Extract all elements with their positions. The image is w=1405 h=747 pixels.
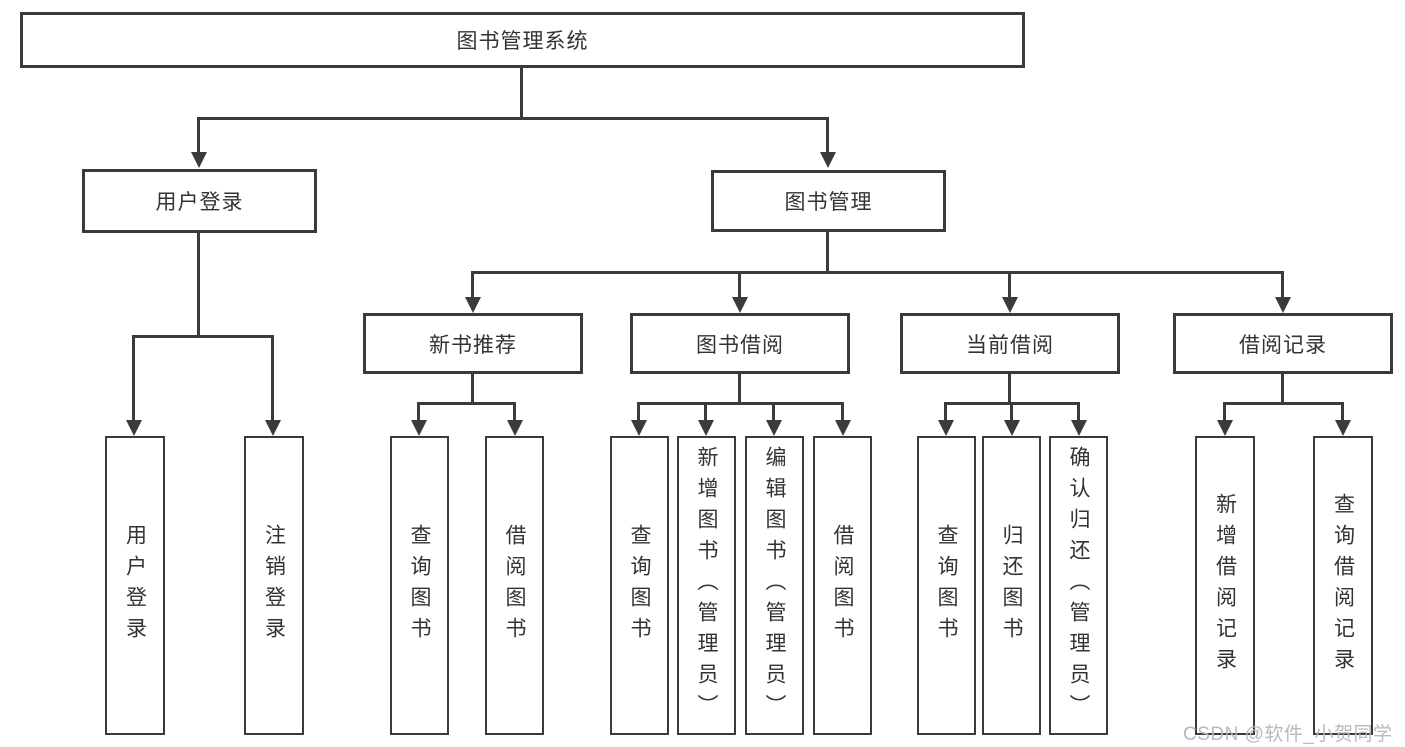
- edge-line: [513, 402, 516, 422]
- csdn-watermark: CSDN @软件_小贺同学: [1183, 724, 1393, 745]
- leaf-label: 用户登录: [123, 523, 147, 648]
- edge-line: [1223, 402, 1344, 405]
- node-label: 用户登录: [155, 191, 244, 214]
- edge-line: [944, 402, 947, 422]
- node-current-borrowing: 当前借阅: [900, 313, 1120, 374]
- arrowhead-down-icon: [265, 420, 281, 436]
- edge-line: [637, 402, 844, 405]
- arrowhead-down-icon: [1002, 297, 1018, 313]
- node-new-book-recommend: 新书推荐: [363, 313, 583, 374]
- leaf-label: 查询借阅记录: [1331, 492, 1355, 679]
- arrowhead-down-icon: [126, 420, 142, 436]
- leaf-label: 确认归还（管理员）: [1067, 446, 1090, 725]
- edge-line: [1010, 402, 1013, 422]
- node-label: 图书管理系统: [456, 30, 589, 53]
- leaf-label: 新增图书（管理员）: [695, 446, 718, 725]
- edge-line: [471, 271, 1284, 274]
- edge-line: [1341, 402, 1344, 422]
- edge-line: [704, 402, 707, 422]
- edge-line: [471, 374, 474, 404]
- edge-line: [738, 271, 741, 297]
- edge-line: [826, 232, 829, 274]
- leaf-label: 查询图书: [935, 523, 958, 648]
- edge-line: [1077, 402, 1080, 422]
- edge-line: [772, 402, 775, 422]
- edge-line: [1281, 271, 1284, 297]
- arrowhead-down-icon: [465, 297, 481, 313]
- node-book-borrowing: 图书借阅: [630, 313, 850, 374]
- edge-line: [1008, 374, 1011, 404]
- node-borrowing-records: 借阅记录: [1173, 313, 1393, 374]
- node-book-management: 图书管理: [711, 170, 946, 232]
- edge-line: [197, 233, 200, 337]
- node-library-management-system: 图书管理系统: [20, 12, 1025, 68]
- arrowhead-down-icon: [698, 420, 714, 436]
- leaf-label: 查询图书: [628, 523, 651, 648]
- arrowhead-down-icon: [820, 152, 836, 168]
- leaf-label: 借阅图书: [831, 523, 854, 648]
- node-label: 新书推荐: [429, 333, 517, 357]
- edge-line: [417, 402, 516, 405]
- arrowhead-down-icon: [1004, 420, 1020, 436]
- edge-line: [1223, 402, 1226, 422]
- node-label: 图书管理: [784, 191, 873, 214]
- leaf-user-login: 用户登录: [105, 436, 165, 735]
- node-user-login: 用户登录: [82, 169, 317, 233]
- leaf-borrow-books-recommend: 借阅图书: [485, 436, 544, 735]
- leaf-label: 新增借阅记录: [1213, 492, 1237, 679]
- node-label: 当前借阅: [966, 333, 1054, 357]
- leaf-query-borrow-record: 查询借阅记录: [1313, 436, 1373, 735]
- edge-line: [132, 335, 274, 338]
- arrowhead-down-icon: [411, 420, 427, 436]
- node-label: 借阅记录: [1239, 333, 1327, 357]
- leaf-add-borrow-record: 新增借阅记录: [1195, 436, 1255, 735]
- node-label: 图书借阅: [696, 333, 784, 357]
- leaf-query-books-recommend: 查询图书: [390, 436, 449, 735]
- leaf-label: 借阅图书: [503, 523, 526, 648]
- leaf-return-books: 归还图书: [982, 436, 1041, 735]
- leaf-borrow-books: 借阅图书: [813, 436, 872, 735]
- leaf-add-books-admin: 新增图书（管理员）: [677, 436, 736, 735]
- edge-line: [841, 402, 844, 422]
- leaf-label: 编辑图书（管理员）: [763, 446, 786, 725]
- leaf-confirm-return-admin: 确认归还（管理员）: [1049, 436, 1108, 735]
- leaf-query-books-borrowing: 查询图书: [610, 436, 669, 735]
- edge-line: [417, 402, 420, 422]
- arrowhead-down-icon: [507, 420, 523, 436]
- leaf-label: 查询图书: [408, 523, 431, 648]
- arrowhead-down-icon: [766, 420, 782, 436]
- edge-line: [471, 271, 474, 297]
- leaf-query-books-current: 查询图书: [917, 436, 976, 735]
- arrowhead-down-icon: [191, 152, 207, 168]
- leaf-edit-books-admin: 编辑图书（管理员）: [745, 436, 804, 735]
- edge-line: [1008, 271, 1011, 297]
- edge-line: [637, 402, 640, 422]
- arrowhead-down-icon: [938, 420, 954, 436]
- edge-line: [1281, 374, 1284, 404]
- edge-line: [738, 374, 741, 404]
- leaf-logout: 注销登录: [244, 436, 304, 735]
- edge-line: [197, 117, 200, 153]
- arrowhead-down-icon: [1071, 420, 1087, 436]
- edge-line: [197, 117, 829, 120]
- edge-line: [271, 335, 274, 420]
- arrowhead-down-icon: [732, 297, 748, 313]
- edge-line: [520, 68, 523, 119]
- leaf-label: 归还图书: [1000, 523, 1023, 648]
- leaf-label: 注销登录: [262, 523, 286, 648]
- edge-line: [132, 335, 135, 420]
- arrowhead-down-icon: [1335, 420, 1351, 436]
- arrowhead-down-icon: [1217, 420, 1233, 436]
- edge-line: [826, 117, 829, 153]
- arrowhead-down-icon: [835, 420, 851, 436]
- arrowhead-down-icon: [631, 420, 647, 436]
- arrowhead-down-icon: [1275, 297, 1291, 313]
